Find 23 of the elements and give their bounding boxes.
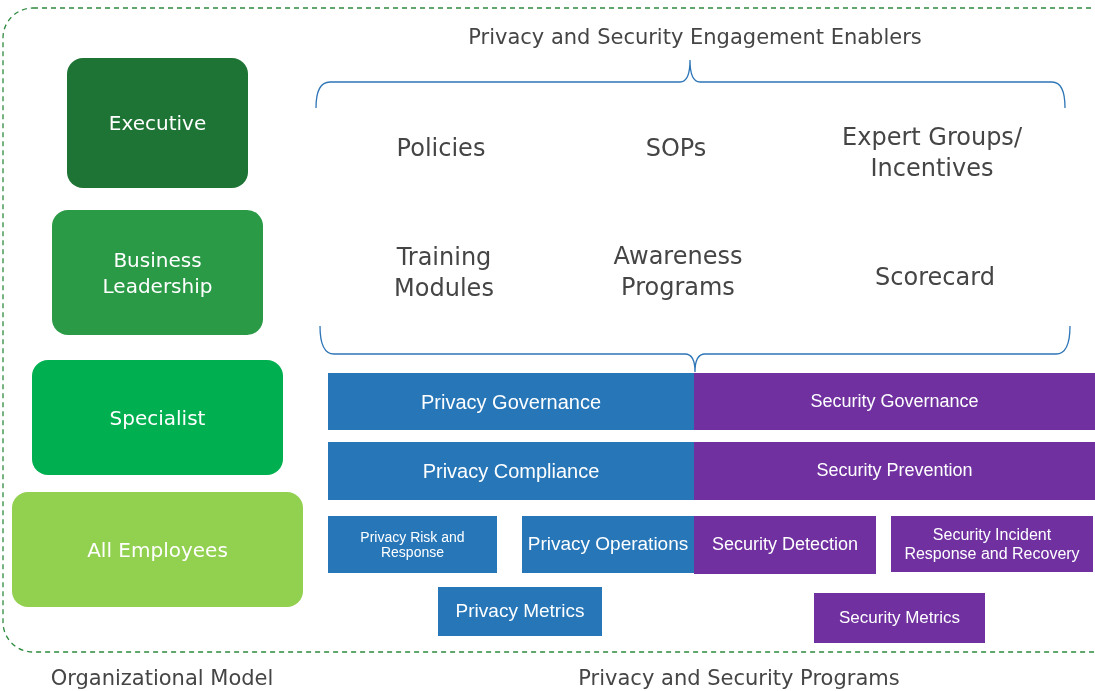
level-box: Executive — [67, 58, 248, 188]
program-box: Privacy Risk and Response — [328, 516, 497, 573]
caption: Organizational Model — [49, 665, 275, 691]
caption: Privacy and Security Programs — [577, 665, 901, 691]
heading: Privacy and Security Engagement Enablers — [467, 24, 923, 52]
program-box: Privacy Metrics — [438, 587, 602, 636]
enabler-label: Training Modules — [393, 241, 495, 304]
program-box: Security Prevention — [694, 442, 1095, 500]
program-box: Security Incident Response and Recovery — [891, 516, 1093, 572]
enabler-label: Awareness Programs — [612, 240, 744, 303]
program-box: Security Governance — [694, 373, 1095, 430]
enabler-label: Expert Groups/ Incentives — [842, 121, 1022, 184]
enabler-label: SOPs — [644, 133, 708, 165]
level-box: Specialist — [32, 360, 283, 475]
program-box: Security Metrics — [814, 593, 985, 643]
program-box: Security Detection — [694, 516, 876, 574]
level-box: All Employees — [12, 492, 303, 607]
level-box: Business Leadership — [52, 210, 263, 335]
program-box: Privacy Governance — [328, 373, 694, 430]
enabler-label: Scorecard — [874, 262, 996, 294]
program-box: Privacy Compliance — [328, 442, 694, 500]
enabler-label: Policies — [395, 133, 487, 165]
program-box: Privacy Operations — [522, 516, 694, 573]
